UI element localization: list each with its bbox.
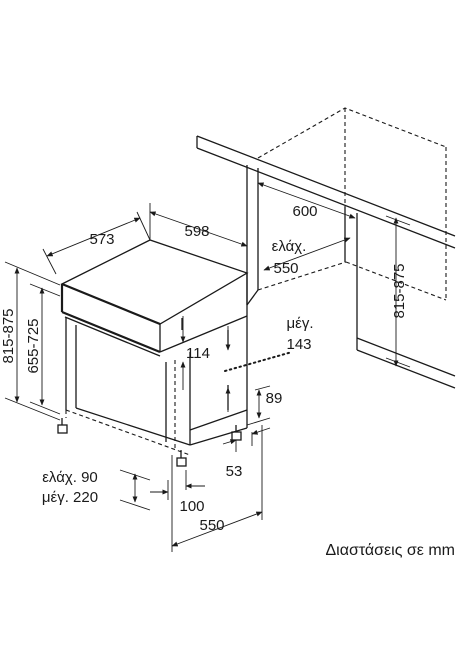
label-dim-53: 53: [226, 463, 243, 480]
label-niche-width-600: 600: [292, 203, 317, 220]
label-niche-depth-550: 550: [273, 260, 298, 277]
label-dim-550: 550: [199, 517, 224, 534]
label-niche-height-range: 815-875: [391, 263, 408, 318]
units-caption: Διαστάσεις σε mm: [325, 542, 455, 559]
label-height-range-outer: 815-875: [0, 308, 17, 363]
label-max-prefix: μέγ.: [287, 315, 314, 332]
dimension-lines: [4, 182, 411, 552]
label-dim-89: 89: [266, 390, 283, 407]
label-max-143: 143: [286, 336, 311, 353]
installation-niche: [196, 107, 456, 389]
label-width-598: 598: [184, 223, 209, 240]
label-depth-573: 573: [89, 231, 114, 248]
label-dim-100: 100: [179, 498, 204, 515]
label-plinth-min: ελάχ. 90: [42, 469, 98, 486]
label-plinth-max: μέγ. 220: [42, 489, 98, 506]
label-height-range-inner: 655-725: [25, 318, 42, 373]
dishwasher-body: [57, 239, 249, 467]
label-niche-depth-min-prefix: ελάχ.: [272, 238, 307, 255]
label-panel-114: 114: [186, 345, 210, 362]
